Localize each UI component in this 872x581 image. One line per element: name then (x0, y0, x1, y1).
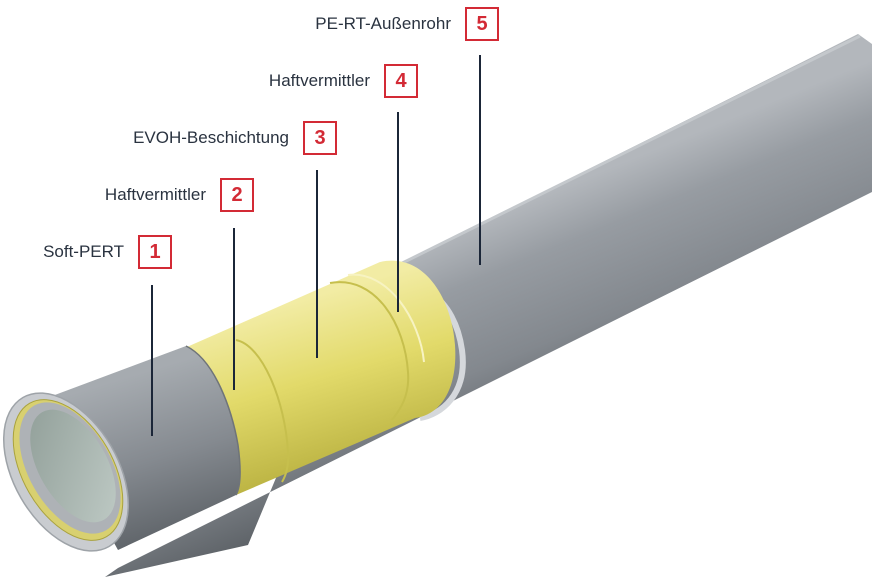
callout-label: EVOH-Beschichtung (133, 128, 289, 147)
callout-label: PE-RT-Außenrohr (315, 14, 451, 33)
callout-number-badge: 1 (138, 235, 172, 269)
callout-number-badge: 5 (465, 7, 499, 41)
callout-number-badge: 2 (220, 178, 254, 212)
callout-label: Haftvermittler (104, 185, 206, 204)
inner-pipe (36, 346, 241, 550)
leader-lines (151, 55, 481, 436)
callout-haftvermittler-inner: Haftvermittler 2 (105, 178, 254, 212)
callout-number-badge: 4 (384, 64, 418, 98)
callout-haftvermittler-outer: Haftvermittler 4 (269, 64, 418, 98)
callout-soft-pert: Soft-PERT 1 (43, 235, 172, 269)
callout-label: Haftvermittler (268, 71, 370, 90)
callout-evoh-beschichtung: EVOH-Beschichtung 3 (133, 121, 337, 155)
evoh-layer-section (180, 260, 456, 495)
callout-label: Soft-PERT (43, 242, 124, 261)
callout-pe-rt-aussenrohr: PE-RT-Außenrohr 5 (315, 7, 499, 41)
pipe-bore (30, 409, 116, 523)
callout-number-badge: 3 (303, 121, 337, 155)
